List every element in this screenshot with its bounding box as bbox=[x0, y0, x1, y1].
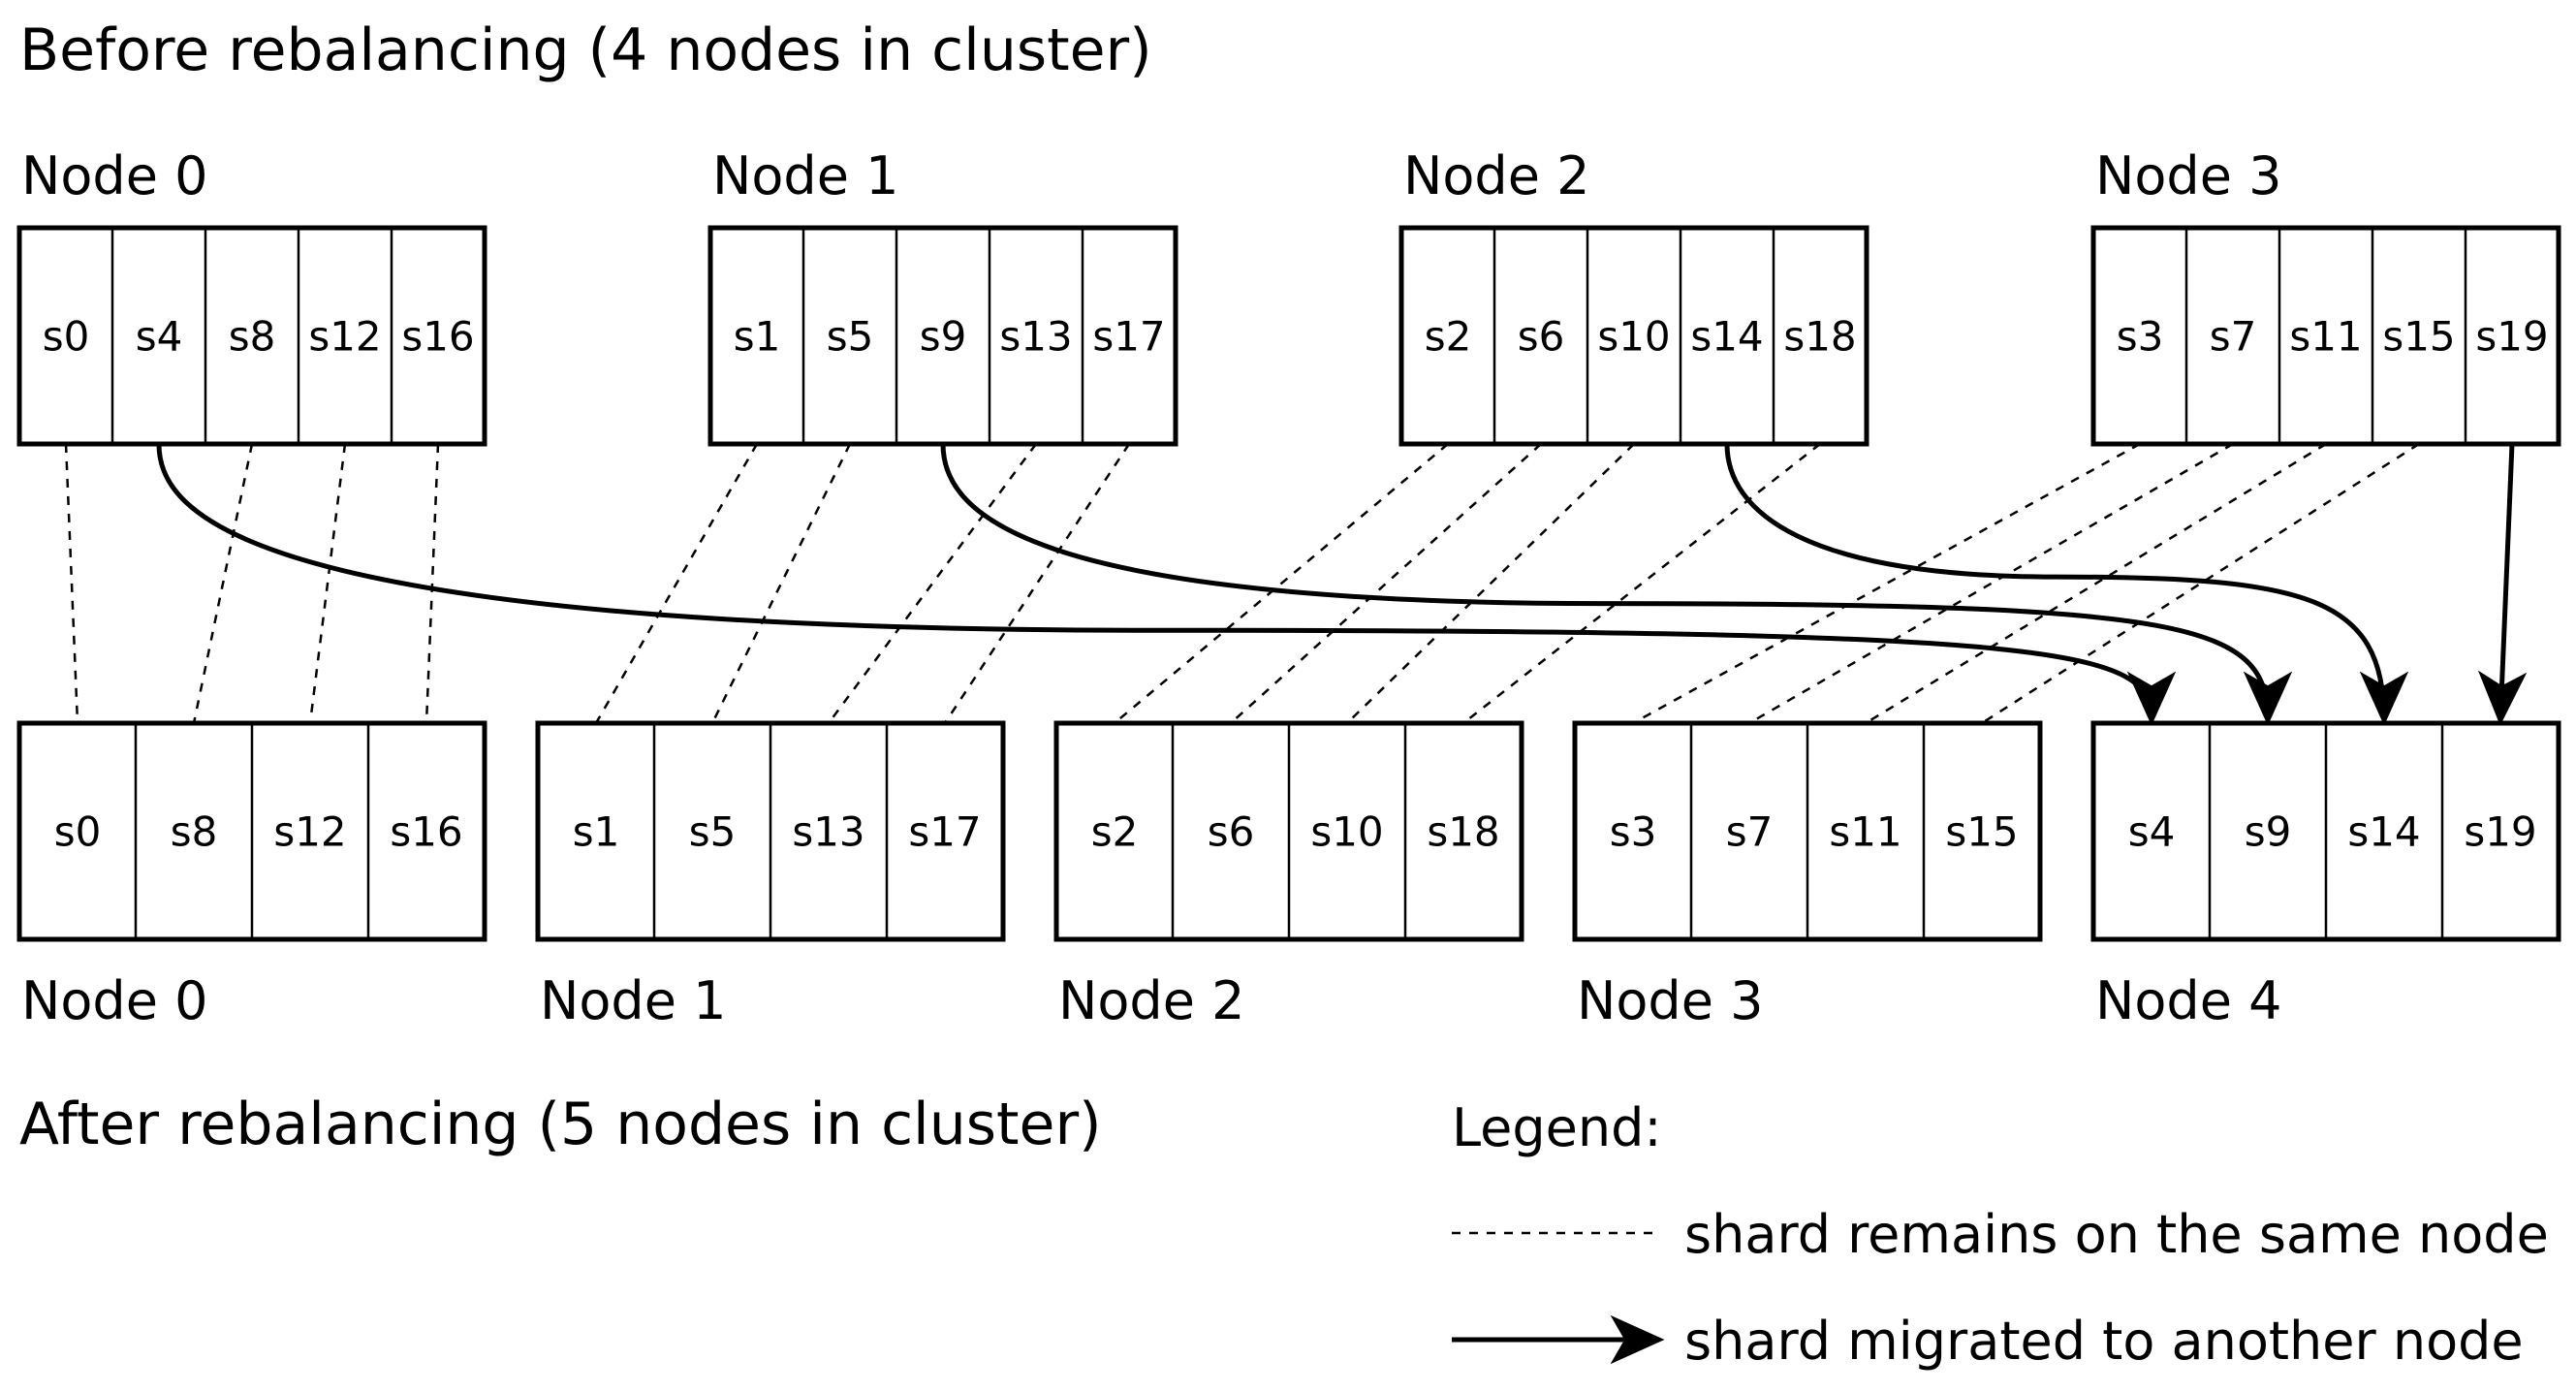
shard-cell-label: s17 bbox=[908, 808, 981, 856]
before-node-box bbox=[1398, 225, 1869, 447]
before-node-1: s1 s5 s9 s13 s17 Node 1 bbox=[707, 145, 1178, 447]
shard-remains-link bbox=[1346, 443, 1635, 724]
shard-remains-link bbox=[64, 443, 79, 724]
shard-cell-label: s7 bbox=[1726, 808, 1774, 856]
before-node-0: s0 s4 s8 s12 s16 Node 0 bbox=[16, 145, 487, 447]
before-node-box bbox=[2090, 225, 2561, 447]
shard-cell-label: s14 bbox=[1690, 313, 1763, 361]
shard-remains-link bbox=[192, 443, 254, 724]
shard-cell-label: s9 bbox=[2245, 808, 2292, 856]
shard-cell-label: s16 bbox=[401, 313, 474, 361]
shard-cell-label: s9 bbox=[920, 313, 967, 361]
after-title: After rebalancing (5 nodes in cluster) bbox=[19, 1091, 1102, 1158]
shard-remains-link bbox=[1865, 442, 2327, 725]
shard-remains-link bbox=[1748, 442, 2234, 725]
shard-cell-label: s3 bbox=[1610, 808, 1657, 856]
shard-cell-label: s13 bbox=[999, 313, 1072, 361]
shard-cell-label: s0 bbox=[43, 313, 90, 361]
before-title: Before rebalancing (4 nodes in cluster) bbox=[19, 16, 1152, 84]
shard-remains-link bbox=[1632, 442, 2141, 725]
shard-remains-link bbox=[308, 443, 347, 724]
shard-remains-link bbox=[1981, 442, 2420, 725]
shard-cell-label: s19 bbox=[2464, 808, 2536, 856]
shard-cell-label: s7 bbox=[2210, 313, 2257, 361]
shard-cell-label: s4 bbox=[136, 313, 183, 361]
shard-cell-label: s12 bbox=[273, 808, 346, 856]
shard-cell-label: s14 bbox=[2347, 808, 2420, 856]
shard-remains-link bbox=[710, 443, 852, 724]
shard-remains-link bbox=[1230, 443, 1542, 724]
legend-migrated-label: shard migrated to another node bbox=[1684, 1311, 2524, 1372]
before-node-box bbox=[16, 225, 487, 447]
shard-cell-label: s11 bbox=[1829, 808, 1901, 856]
shard-cell-label: s16 bbox=[390, 808, 462, 856]
shard-migration-arrow bbox=[2477, 443, 2528, 726]
shard-remains-link bbox=[1114, 443, 1449, 724]
shard-cell-label: s18 bbox=[1783, 313, 1856, 361]
after-node-label: Node 2 bbox=[1058, 970, 1244, 1031]
before-node-label: Node 2 bbox=[1403, 145, 1589, 206]
shard-cell-label: s19 bbox=[2475, 313, 2548, 361]
before-node-box bbox=[707, 225, 1178, 447]
shard-cell-label: s4 bbox=[2128, 808, 2176, 856]
shard-cell-label: s6 bbox=[1518, 313, 1565, 361]
before-node-label: Node 3 bbox=[2095, 145, 2281, 206]
shard-cell-label: s8 bbox=[171, 808, 218, 856]
shard-cell-label: s10 bbox=[1310, 808, 1383, 856]
shard-migration-arrow bbox=[1724, 443, 2409, 726]
shard-migration-arrow bbox=[156, 443, 2177, 726]
shard-remains-link bbox=[1462, 443, 1821, 724]
shard-cell-label: s18 bbox=[1427, 808, 1499, 856]
after-node-label: Node 3 bbox=[1577, 970, 1763, 1031]
shard-cell-label: s17 bbox=[1092, 313, 1165, 361]
shard-remains-link bbox=[827, 443, 1038, 724]
legend: Legend: shard remains on the same node s… bbox=[1452, 1097, 2549, 1372]
before-node-2: s2 s6 s10 s14 s18 Node 2 bbox=[1398, 145, 1869, 447]
after-node-label: Node 4 bbox=[2095, 970, 2281, 1031]
shard-cell-label: s1 bbox=[734, 313, 781, 361]
legend-title: Legend: bbox=[1452, 1097, 1662, 1158]
before-node-label: Node 1 bbox=[712, 145, 898, 206]
shard-cell-label: s12 bbox=[308, 313, 381, 361]
shard-remains-link bbox=[594, 443, 759, 724]
legend-remains-label: shard remains on the same node bbox=[1684, 1204, 2549, 1265]
shard-cell-label: s15 bbox=[2382, 313, 2455, 361]
shard-cell-label: s5 bbox=[827, 313, 874, 361]
shard-cell-label: s8 bbox=[229, 313, 276, 361]
shard-cell-label: s6 bbox=[1208, 808, 1255, 856]
shard-cell-label: s1 bbox=[573, 808, 620, 856]
shard-cell-label: s2 bbox=[1425, 313, 1472, 361]
shard-cell-label: s3 bbox=[2117, 313, 2164, 361]
shard-links bbox=[64, 442, 2528, 726]
shard-cell-label: s10 bbox=[1597, 313, 1670, 361]
shard-cell-label: s11 bbox=[2289, 313, 2362, 361]
before-node-label: Node 0 bbox=[21, 145, 207, 206]
shard-remains-link bbox=[424, 443, 440, 724]
shard-cell-label: s2 bbox=[1091, 808, 1139, 856]
shard-cell-label: s15 bbox=[1945, 808, 2018, 856]
shard-migration-arrow bbox=[940, 443, 2293, 726]
shard-cell-label: s13 bbox=[792, 808, 864, 856]
after-node-label: Node 0 bbox=[21, 970, 207, 1031]
before-node-3: s3 s7 s11 s15 s19 Node 3 bbox=[2090, 145, 2561, 447]
shard-cell-label: s5 bbox=[689, 808, 737, 856]
before-nodes: s0 s4 s8 s12 s16 Node 0 s1 s5 s9 s13 s17 Node 1 s2 s6… bbox=[16, 145, 2561, 447]
shard-cell-label: s0 bbox=[54, 808, 102, 856]
shard-remains-link bbox=[943, 443, 1131, 724]
after-node-label: Node 1 bbox=[540, 970, 726, 1031]
